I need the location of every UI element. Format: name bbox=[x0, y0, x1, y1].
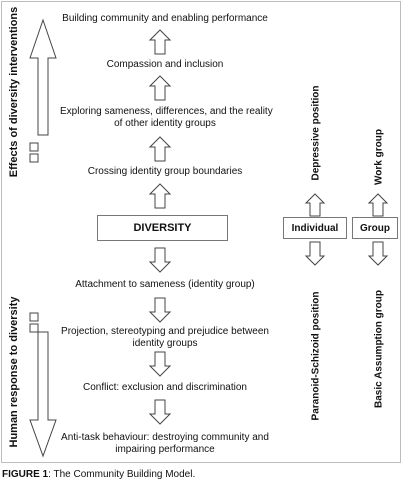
response-tall-arrow bbox=[29, 331, 57, 458]
step-conflict: Conflict: exclusion and discrimination bbox=[83, 382, 247, 393]
group-up-arrow bbox=[367, 193, 389, 217]
diversity-box: DIVERSITY bbox=[97, 215, 228, 241]
figure-caption: FIGURE 1: The Community Building Model. bbox=[2, 469, 195, 481]
step-attachment: Attachment to sameness (identity group) bbox=[75, 279, 255, 290]
individual-box: Individual bbox=[283, 217, 347, 239]
step-exploring-line-2: of other identity groups bbox=[114, 118, 216, 129]
step-projection-line-2: identity groups bbox=[132, 338, 198, 349]
response-square-1 bbox=[29, 312, 39, 322]
individual-down-arrow bbox=[304, 241, 326, 266]
group-box: Group bbox=[352, 217, 398, 239]
down-arrow-2 bbox=[148, 297, 172, 323]
group-down-arrow bbox=[367, 241, 389, 266]
step-projection-line-1: Projection, stereotyping and prejudice b… bbox=[61, 326, 269, 337]
individual-up-arrow bbox=[304, 193, 326, 217]
down-arrow-3 bbox=[148, 351, 172, 377]
down-arrow-1 bbox=[148, 247, 172, 273]
step-building-community: Building community and enabling performa… bbox=[62, 13, 268, 24]
work-group-label: Work group bbox=[373, 129, 385, 185]
basic-assumption-label: Basic Assumption group bbox=[373, 290, 385, 408]
up-arrow-4 bbox=[148, 183, 172, 209]
response-square-2 bbox=[29, 323, 39, 333]
effects-tall-arrow bbox=[29, 18, 57, 136]
down-arrow-4 bbox=[148, 399, 172, 425]
up-arrow-2 bbox=[148, 75, 172, 101]
effects-square-2 bbox=[29, 153, 39, 163]
up-arrow-1 bbox=[148, 29, 172, 55]
step-anti-task-line-1: Anti-task behaviour: destroying communit… bbox=[61, 432, 269, 443]
step-exploring-line-1: Exploring sameness, differences, and the… bbox=[60, 106, 273, 117]
step-crossing-boundaries: Crossing identity group boundaries bbox=[87, 166, 243, 177]
step-anti-task-line-2: impairing performance bbox=[115, 444, 215, 455]
up-arrow-3 bbox=[148, 136, 172, 162]
figure-frame bbox=[1, 1, 401, 463]
effects-label: Effects of diversity interventions bbox=[8, 6, 20, 178]
effects-square-1 bbox=[29, 142, 39, 152]
caption-prefix: FIGURE 1 bbox=[2, 469, 49, 480]
response-label: Human response to diversity bbox=[8, 296, 20, 448]
step-compassion: Compassion and inclusion bbox=[106, 59, 224, 70]
caption-text: : The Community Building Model. bbox=[48, 469, 196, 480]
depressive-position-label: Depressive position bbox=[310, 85, 322, 181]
paranoid-schizoid-label: Paranoid-Schizoid position bbox=[310, 291, 322, 421]
